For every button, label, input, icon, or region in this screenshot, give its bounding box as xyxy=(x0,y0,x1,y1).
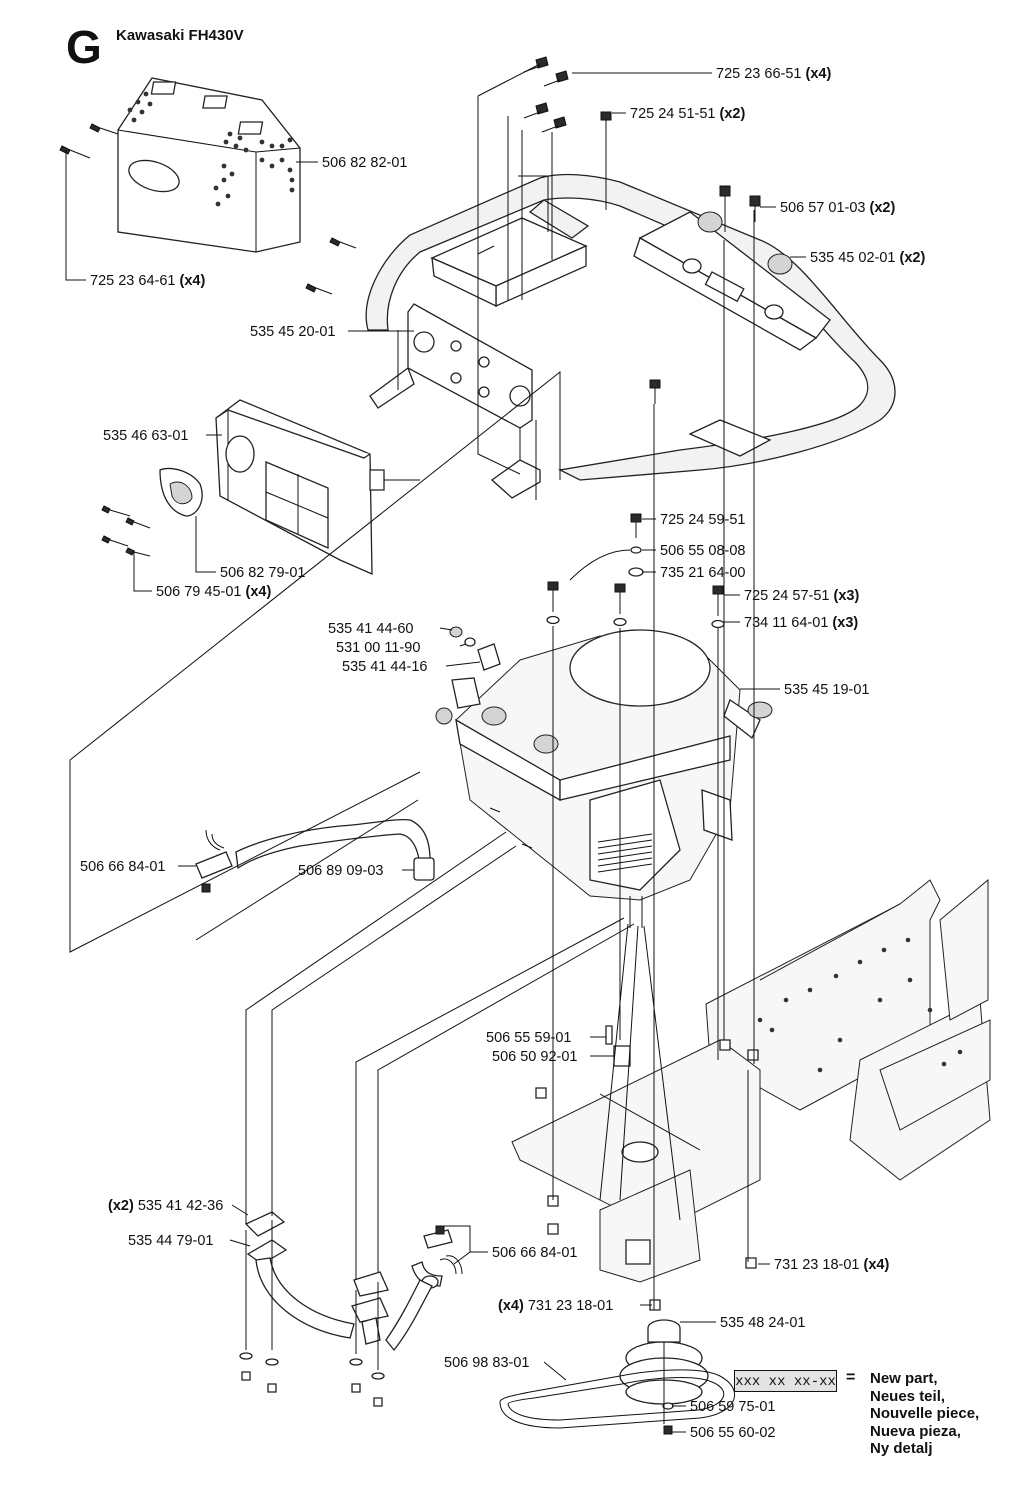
bracket-screws-top xyxy=(523,56,612,133)
callout-c06: 725 23 64-61 (x4) xyxy=(90,273,205,289)
drive-belt-part xyxy=(499,1369,736,1429)
air-filter-cover-part xyxy=(59,77,357,295)
diagram-title: Kawasaki FH430V xyxy=(116,27,244,44)
new-part-legend-sample: xxx xx xx-xx xyxy=(734,1370,837,1392)
callout-c18: 535 41 44-16 xyxy=(342,659,427,675)
callout-c07: 535 45 20-01 xyxy=(250,324,335,340)
legend-line: Ny detalj xyxy=(870,1440,933,1457)
callout-c11: 735 21 64-00 xyxy=(660,565,745,581)
callout-leader-lines xyxy=(65,63,806,1433)
callout-c30: 506 98 83-01 xyxy=(444,1355,529,1371)
callout-c20: 506 66 84-01 xyxy=(80,859,165,875)
callout-c24: (x2) 535 41 42-36 xyxy=(108,1198,223,1214)
tractor-chassis-part xyxy=(511,878,991,1311)
callout-c26: 506 66 84-01 xyxy=(492,1245,577,1261)
engine-bolts-part xyxy=(449,379,725,1067)
callout-c17: 531 00 11-90 xyxy=(336,640,420,656)
callout-c13: 506 79 45-01 (x4) xyxy=(156,584,271,600)
callout-c05: 535 45 02-01 (x2) xyxy=(810,250,925,266)
hose-part xyxy=(195,818,463,1289)
exhaust-pipe-part xyxy=(239,1211,433,1407)
callout-c19: 535 45 19-01 xyxy=(784,682,869,698)
bumper-frame-part xyxy=(365,173,896,481)
callout-c31: 506 59 75-01 xyxy=(690,1399,775,1415)
legend-line: Nouvelle piece, xyxy=(870,1405,980,1422)
assembly-guide-lines xyxy=(69,96,755,1424)
callout-c10: 506 55 08-08 xyxy=(660,543,745,559)
engine-part xyxy=(435,629,773,928)
callout-c27: 731 23 18-01 (x4) xyxy=(774,1257,889,1273)
callout-c28: (x4) 731 23 18-01 xyxy=(498,1298,613,1314)
callout-c14: 725 24 57-51 (x3) xyxy=(744,588,859,604)
callout-c25: 535 44 79-01 xyxy=(128,1233,213,1249)
callout-c15: 734 11 64-01 (x3) xyxy=(744,615,858,631)
section-letter: G xyxy=(66,21,102,73)
callout-c23: 506 50 92-01 xyxy=(492,1049,577,1065)
callout-c12: 506 82 79-01 xyxy=(220,565,305,581)
callout-c09: 725 24 59-51 xyxy=(660,512,745,528)
legend-line: Neues teil, xyxy=(870,1387,946,1405)
callout-c32: 506 55 60-02 xyxy=(690,1425,775,1441)
new-part-legend-text: New part, Neues teil, Nouvelle piece, Nu… xyxy=(870,1370,979,1458)
callout-c16: 535 41 44-60 xyxy=(328,621,413,637)
back-plate-part xyxy=(369,303,541,499)
legend-line: New part, xyxy=(870,1370,938,1387)
callout-c21: 506 89 09-03 xyxy=(298,863,383,879)
callout-c29: 535 48 24-01 xyxy=(720,1315,805,1331)
callout-labels: 725 23 66-51 (x4) 725 24 51-51 (x2) 506 … xyxy=(80,66,925,1441)
callout-c22: 506 55 59-01 xyxy=(486,1030,571,1046)
legend-equals-sign: = xyxy=(846,1369,856,1386)
legend-line: Nueva pieza, xyxy=(870,1422,961,1440)
callout-c04: 506 57 01-03 (x2) xyxy=(780,200,895,216)
muffler-part xyxy=(101,399,420,576)
callout-c01: 725 23 66-51 (x4) xyxy=(716,66,831,82)
callout-c03: 506 82 82-01 xyxy=(322,155,407,171)
callout-c08: 535 46 63-01 xyxy=(103,428,188,444)
callout-c02: 725 24 51-51 (x2) xyxy=(630,106,745,122)
